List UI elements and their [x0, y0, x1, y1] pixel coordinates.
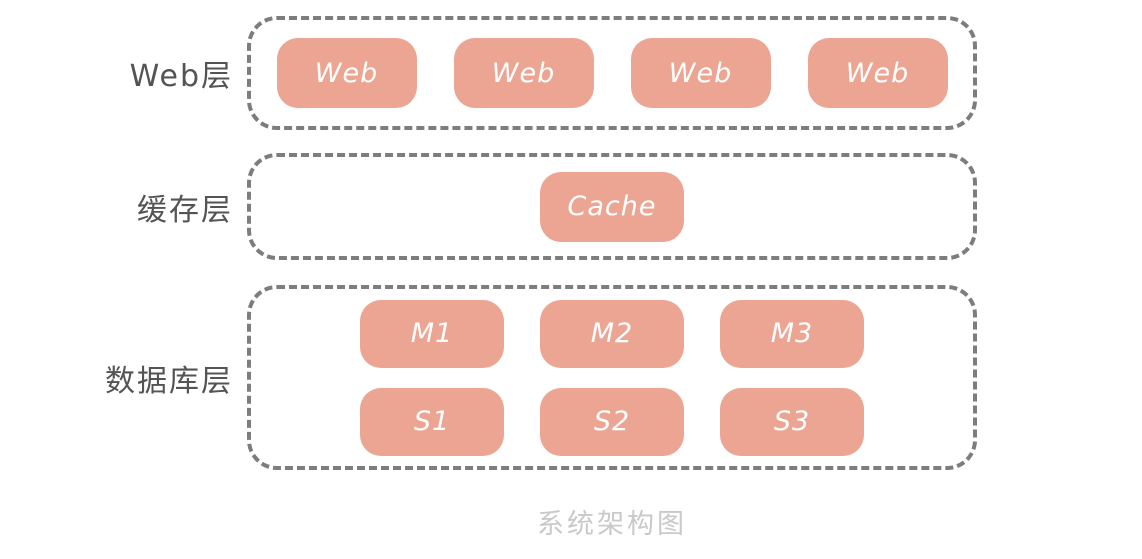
web-node-1: Web — [276, 38, 417, 108]
slave-node-s2: S2 — [540, 387, 684, 456]
slave-node-s3: S3 — [720, 387, 864, 456]
database-layer-label: 数据库层 — [105, 363, 233, 399]
master-node-m2: M2 — [540, 299, 684, 368]
web-layer-container: Web Web Web Web — [247, 16, 977, 130]
master-node-m3: M3 — [720, 299, 864, 368]
web-node-4: Web — [807, 38, 948, 108]
slave-node-s1: S1 — [360, 387, 504, 456]
slave-row: S1 S2 S3 — [360, 387, 864, 456]
cache-layer-label: 缓存层 — [137, 192, 233, 228]
cache-node: Cache — [540, 171, 684, 242]
database-layer-container: M1 M2 M3 S1 S2 S3 — [247, 285, 977, 470]
web-layer-label: Web层 — [129, 59, 233, 94]
web-node-2: Web — [453, 38, 594, 108]
master-node-m1: M1 — [360, 299, 504, 368]
diagram-title: 系统架构图 — [537, 509, 687, 540]
master-row: M1 M2 M3 — [360, 299, 864, 368]
cache-layer-container: Cache — [247, 153, 977, 260]
web-node-3: Web — [630, 38, 771, 108]
